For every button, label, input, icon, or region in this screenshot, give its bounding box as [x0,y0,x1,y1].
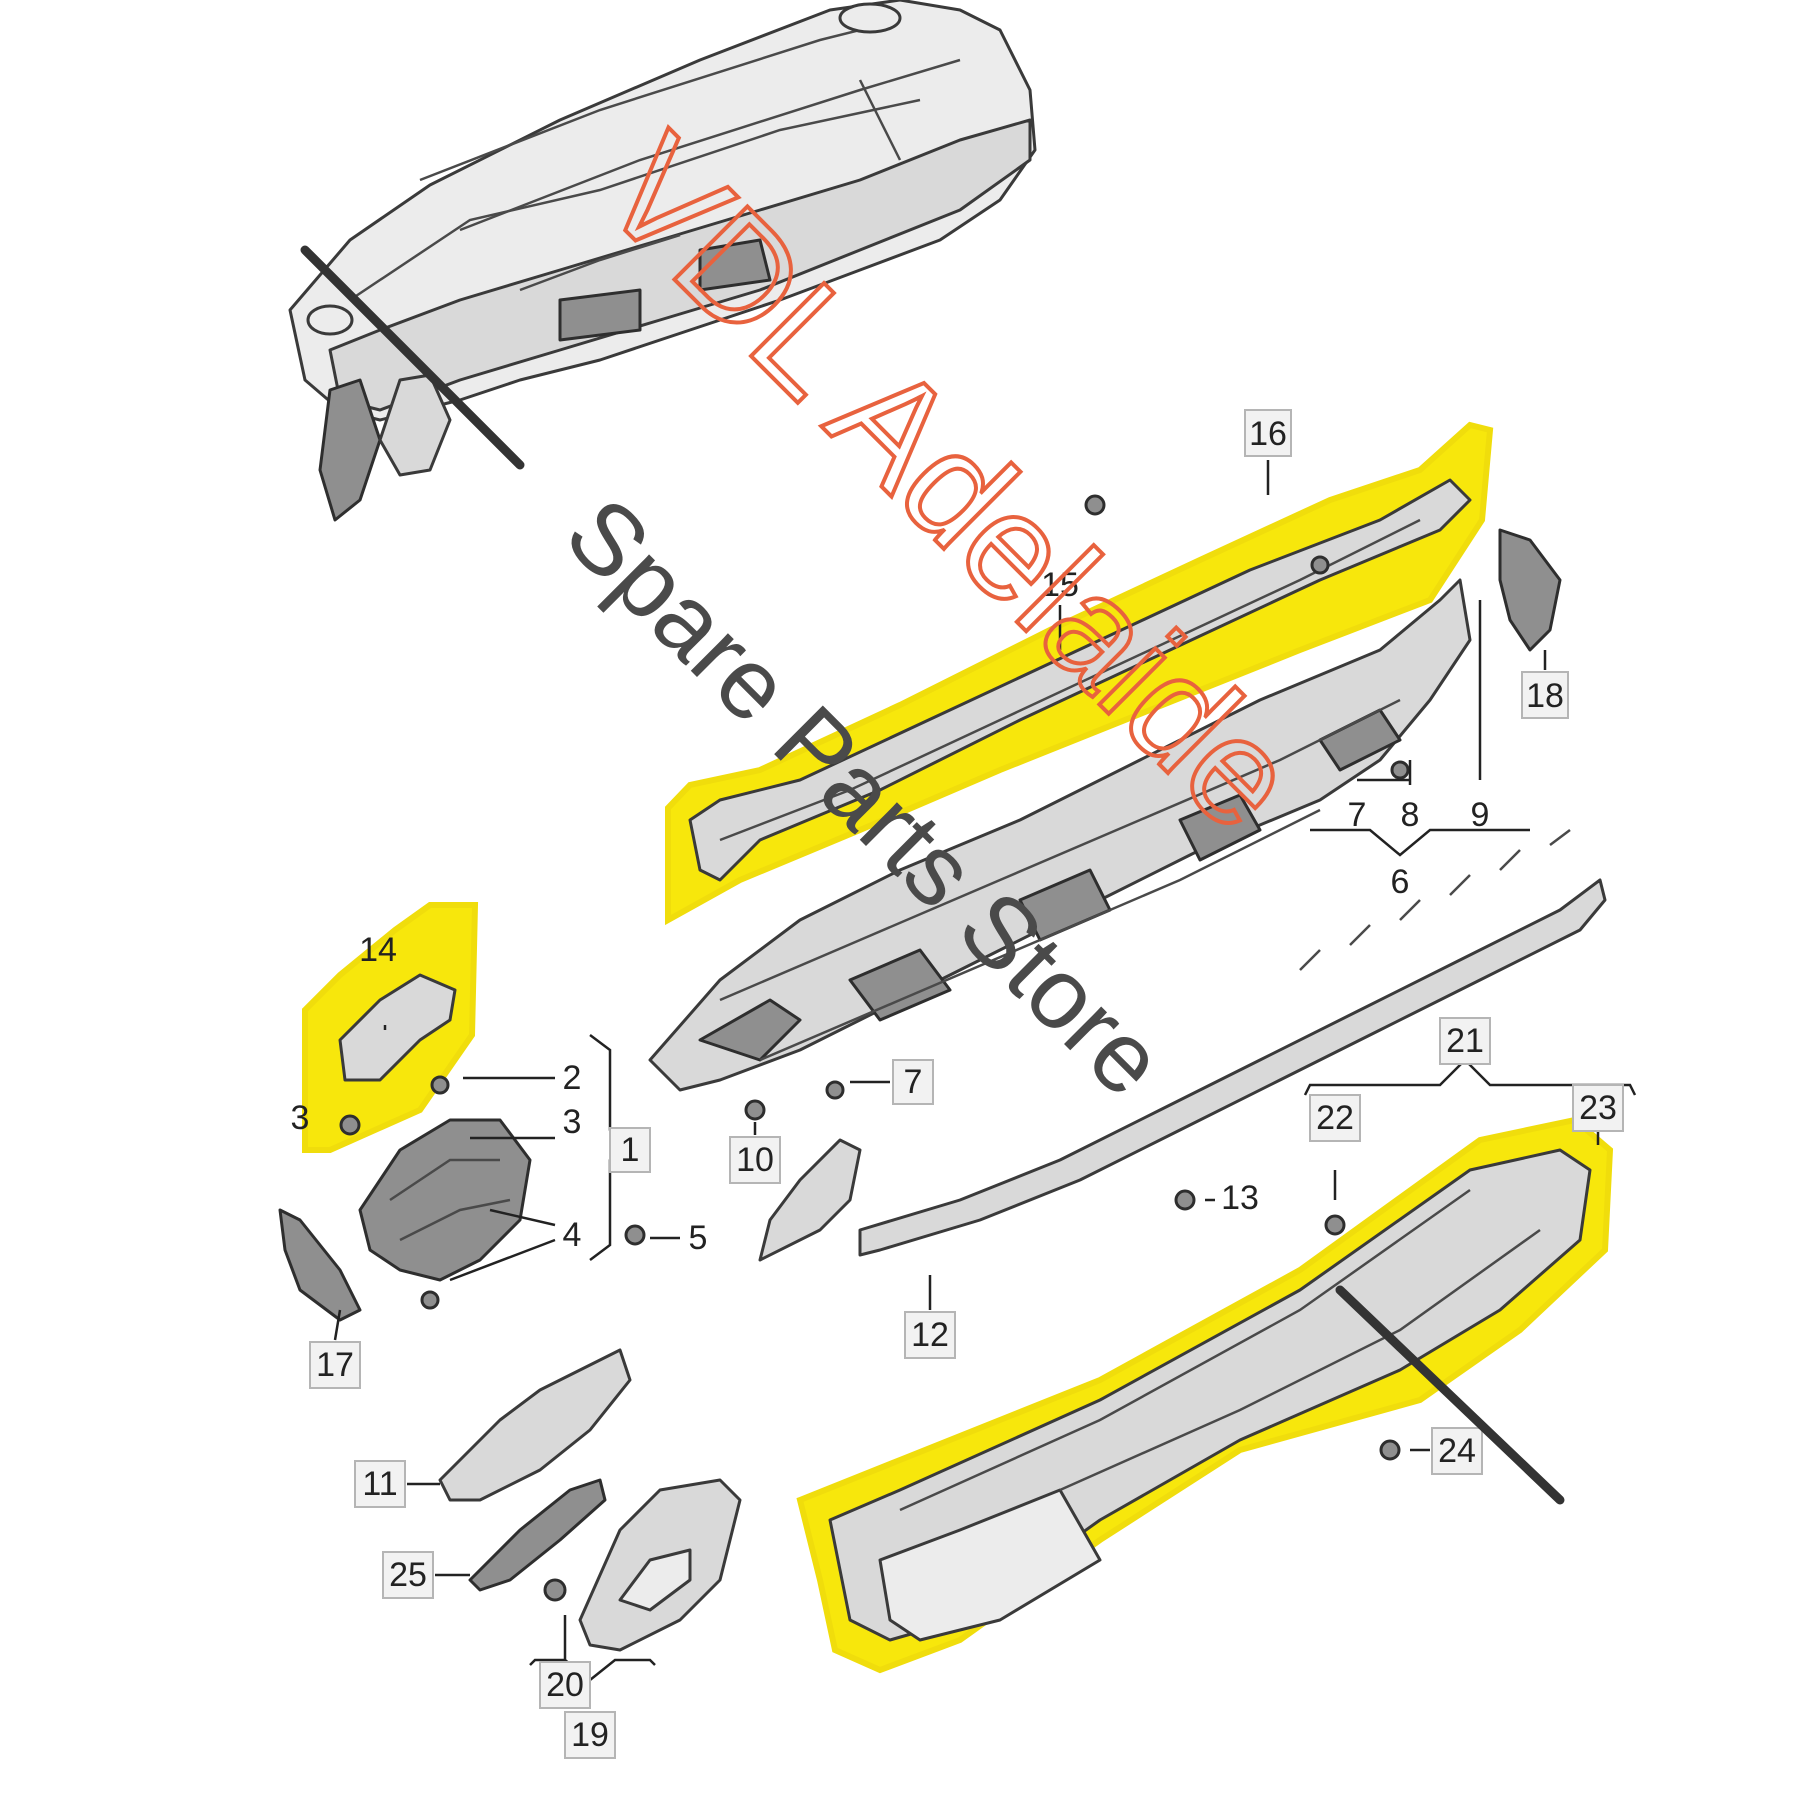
label-20: 20 [539,1661,591,1709]
svg-text:23: 23 [1579,1089,1617,1127]
label-7b: 7 [892,1059,934,1105]
svg-text:5: 5 [689,1219,708,1257]
svg-text:20: 20 [546,1666,584,1704]
part-17-cap [278,1208,362,1322]
watermark-slash-top [300,245,525,470]
label-9: 9 [1471,796,1490,834]
label-5: 5 [689,1219,708,1257]
svg-text:11: 11 [362,1465,397,1503]
label-25: 25 [382,1551,434,1599]
part-19-glovebox-lid [578,1478,742,1652]
label-23: 23 [1572,1084,1624,1132]
label-16: 16 [1244,409,1292,457]
label-7a: 7 [1348,796,1367,834]
watermark-slash-bottom [1335,1285,1565,1505]
dashboard-top-assembly [288,0,1037,522]
label-3b: 3 [563,1103,582,1141]
svg-text:18: 18 [1526,677,1564,715]
fasteners [339,494,1410,1602]
label-18: 18 [1521,671,1569,719]
part-23-lower-trim [828,1148,1592,1642]
svg-text:10: 10 [736,1141,774,1179]
svg-text:22: 22 [1316,1099,1354,1137]
svg-text:13: 13 [1221,1179,1259,1217]
label-12: 12 [904,1311,956,1359]
label-6: 6 [1391,863,1410,901]
svg-text:8: 8 [1401,796,1420,834]
svg-text:3: 3 [291,1099,310,1137]
svg-text:1: 1 [621,1131,640,1169]
part-labels: 16 15 18 7 8 9 6 14 2 3 3 [291,409,1624,1759]
part-12-lower-trim [758,829,1607,1262]
leader-lines [333,460,1600,1660]
part-18-end-cap [1498,528,1562,652]
label-2: 2 [563,1059,582,1097]
label-24: 24 [1431,1427,1483,1475]
svg-text:7: 7 [904,1063,923,1101]
svg-text:24: 24 [1438,1432,1476,1470]
label-11: 11 [354,1460,406,1508]
svg-text:6: 6 [1391,863,1410,901]
svg-text:9: 9 [1471,796,1490,834]
svg-text:16: 16 [1249,415,1287,453]
svg-text:14: 14 [359,931,397,969]
label-1: 1 [609,1127,651,1173]
label-15: 15 [1041,566,1079,604]
label-19: 19 [564,1711,616,1759]
part-25-strip [468,1478,607,1592]
part-11-bracket [438,1348,632,1502]
svg-text:21: 21 [1446,1022,1484,1060]
svg-text:3: 3 [563,1103,582,1141]
svg-text:7: 7 [1348,796,1367,834]
svg-text:4: 4 [563,1216,582,1254]
svg-text:12: 12 [911,1316,949,1354]
svg-text:25: 25 [389,1556,427,1594]
label-13: 13 [1221,1179,1259,1217]
part-14-bracket [338,973,457,1082]
svg-text:2: 2 [563,1059,582,1097]
label-4: 4 [563,1216,582,1254]
dashboard-frame [648,578,1472,1092]
part-1-support-assembly [358,1118,532,1282]
label-14: 14 [359,931,397,969]
label-22: 22 [1309,1094,1361,1142]
svg-text:19: 19 [571,1716,609,1754]
label-10: 10 [729,1136,781,1184]
label-8: 8 [1401,796,1420,834]
svg-text:17: 17 [316,1346,354,1384]
label-21: 21 [1439,1017,1491,1065]
svg-text:15: 15 [1041,566,1079,604]
label-3a: 3 [291,1099,310,1137]
label-17: 17 [309,1341,361,1389]
